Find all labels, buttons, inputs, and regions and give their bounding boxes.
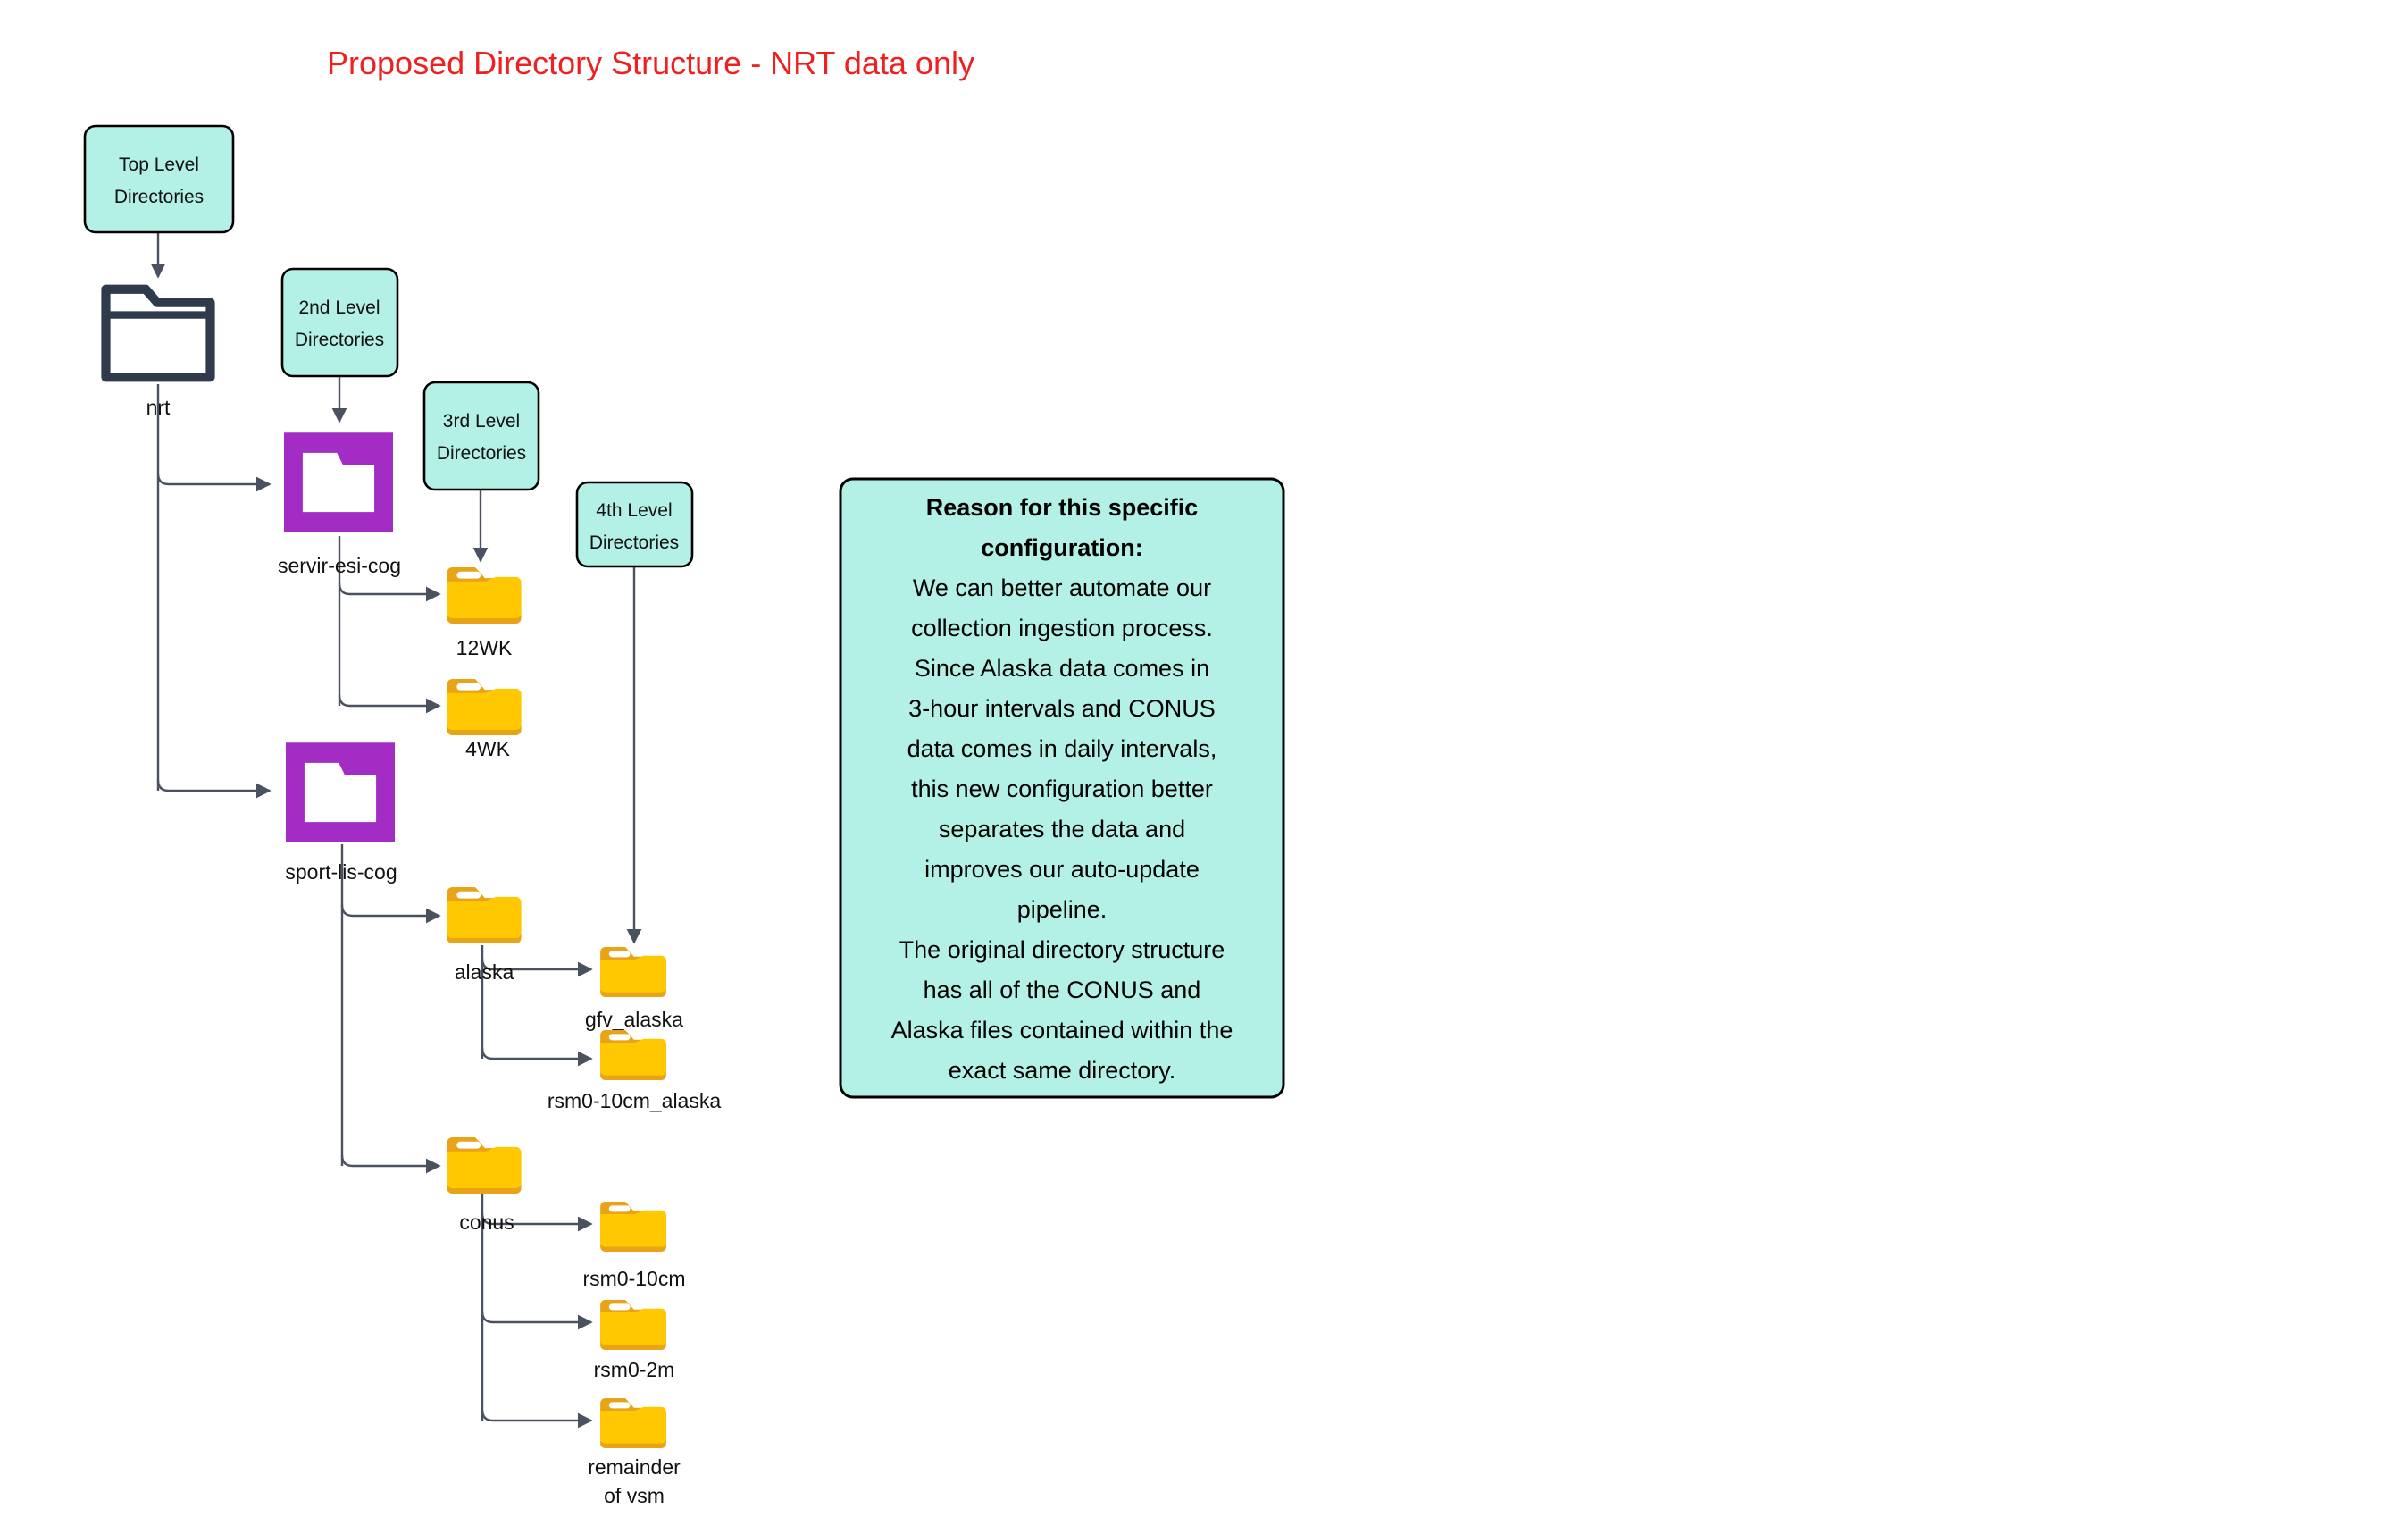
edge-conus-to-rsm010cm [481,1212,593,1232]
reason-note-body-line-13: exact same directory. [949,1057,1176,1084]
node-sport-lis-cog[interactable]: sport-lis-cog [285,742,397,884]
edge-servir-to-4wk [338,694,441,714]
node-rsm0-10cm[interactable]: rsm0-10cm [582,1202,686,1290]
page-title: Proposed Directory Structure - NRT data … [327,45,974,81]
folder-yellow-icon [600,1202,666,1252]
legend-box-second-level-line2: Directories [295,330,384,350]
node-servir-esi-cog[interactable]: servir-esi-cog [278,432,401,577]
reason-note-rect [839,477,1285,1099]
reason-note-body-line-1: We can better automate our [913,574,1211,601]
reason-note-body-line-12: Alaska files contained within the [891,1017,1233,1043]
edge-nrt-to-servir [156,473,272,492]
node-gfv-alaska[interactable]: gfv_alaska [585,947,683,1031]
node-alaska-label: alaska [455,960,514,984]
node-remainder-of-vsm-label-line2: of vsm [604,1484,665,1507]
reason-note-body-line-2: collection ingestion process. [911,615,1213,641]
reason-note-body-line-10: The original directory structure [899,936,1225,963]
reason-note-box[interactable]: Reason for this specific configuration: … [839,477,1285,1099]
legend-box-third-level-line1: 3rd Level [443,411,520,432]
reason-note-body-line-7: separates the data and [939,816,1185,842]
edge-group [150,233,642,1429]
folder-yellow-icon [447,678,522,736]
folder-yellow-icon [447,886,522,944]
legend-box-fourth-level[interactable]: 4th Level Directories [575,481,694,568]
folder-yellow-icon [447,566,522,624]
folder-yellow-icon [600,947,666,997]
reason-note-heading-line1: Reason for this specific [926,494,1199,521]
folder-yellow-icon [447,1136,522,1194]
reason-note-body-line-3: Since Alaska data comes in [915,655,1209,682]
folder-purple-icon [286,742,395,842]
node-rsm0-2m-label: rsm0-2m [594,1358,675,1381]
node-rsm0-10cm-label: rsm0-10cm [582,1267,685,1290]
node-sport-lis-cog-label: sport-lis-cog [285,860,397,884]
folder-purple-icon [284,432,393,532]
legend-box-top-level-rect [83,124,235,234]
folder-outline-icon [106,289,211,377]
edge-alaska-to-gfvalaska [481,958,593,977]
edge-conus-to-rsm02m [481,1311,593,1330]
legend-box-top-level-line1: Top Level [119,155,199,175]
reason-note-body-line-5: data comes in daily intervals, [907,735,1217,762]
legend-box-top-level-line2: Directories [114,187,204,207]
legend-box-third-level-line2: Directories [437,443,526,464]
edge-nrt-to-sportlis [156,779,272,799]
node-4wk-label: 4WK [465,737,511,760]
legend-box-third-level[interactable]: 3rd Level Directories [422,381,540,491]
node-alaska[interactable]: alaska [447,886,522,984]
folder-yellow-icon [600,1030,666,1080]
reason-note-body-line-11: has all of the CONUS and [924,976,1201,1003]
node-4wk[interactable]: 4WK [447,678,522,760]
folder-yellow-icon [600,1398,666,1448]
node-12wk-label: 12WK [456,636,513,659]
node-rsm0-10cm-alaska[interactable]: rsm0-10cm_alaska [548,1030,721,1112]
reason-note-body-line-6: this new configuration better [911,775,1213,802]
node-12wk[interactable]: 12WK [447,566,522,659]
legend-box-third-level-rect [422,381,540,491]
node-conus[interactable]: conus [447,1136,522,1234]
legend-box-fourth-level-line1: 4th Level [596,500,672,521]
node-gfv-alaska-label: gfv_alaska [585,1008,683,1031]
reason-note-body-line-9: pipeline. [1017,896,1108,923]
edge-alaska-to-rsm010cmalaska [481,1047,593,1067]
legend-box-second-level[interactable]: 2nd Level Directories [280,267,399,378]
node-remainder-of-vsm-label-line1: remainder [588,1455,681,1479]
legend-box-top-level[interactable]: Top Level Directories [83,124,235,234]
legend-box-fourth-level-line2: Directories [589,532,679,553]
edge-servir-to-12wk [338,582,441,602]
node-rsm0-10cm-alaska-label: rsm0-10cm_alaska [548,1089,721,1112]
legend-box-fourth-level-rect [575,481,694,568]
legend-box-second-level-rect [280,267,399,378]
edge-conus-to-remainder [481,1409,593,1429]
reason-note-body-line-8: improves our auto-update [924,856,1200,883]
legend-box-second-level-line1: 2nd Level [298,298,380,318]
reason-note-heading-line2: configuration: [981,534,1142,561]
reason-note-body-line-4: 3-hour intervals and CONUS [908,695,1216,722]
edge-sportlis-to-conus [340,1154,441,1174]
node-remainder-of-vsm[interactable]: remainder of vsm [588,1398,681,1507]
node-nrt[interactable]: nrt [106,289,211,419]
node-rsm0-2m[interactable]: rsm0-2m [594,1300,675,1381]
folder-yellow-icon [600,1300,666,1350]
node-nrt-label: nrt [146,396,171,419]
edge-sportlis-to-alaska [340,904,441,924]
node-conus-label: conus [459,1211,514,1234]
node-servir-esi-cog-label: servir-esi-cog [278,554,401,577]
